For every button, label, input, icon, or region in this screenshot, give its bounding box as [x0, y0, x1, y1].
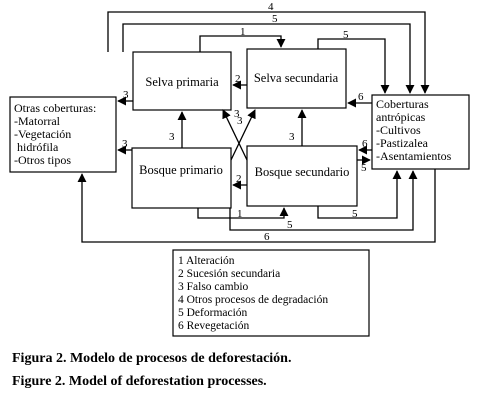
box-otras-coberturas: Otras coberturas: -Matorral -Vegetación …: [9, 96, 117, 173]
cob-line-1: Coberturas: [376, 97, 429, 111]
label-cross-3b: 3: [237, 115, 243, 127]
box-bosque-secundario: Bosque secundario: [246, 145, 358, 207]
label-ss-cob-5: 5: [343, 29, 349, 41]
selva-primaria-label: Selva primaria: [145, 75, 219, 89]
label-cob-bs-6: 6: [362, 138, 368, 150]
arrow-sp-ss-1: [199, 35, 286, 52]
otras-line-1: Otras coberturas:: [14, 101, 96, 115]
label-bp-otras-3: 3: [122, 138, 128, 150]
arrow-bot-1: [197, 207, 289, 219]
label-bs-bp-2: 2: [236, 173, 242, 185]
arrow-cross-bs-sp: [222, 109, 248, 161]
label-top-5: 5: [272, 13, 278, 25]
otras-line-3: -Vegetación: [14, 127, 71, 141]
legend: 1 Alteración 2 Sucesión secundaria 3 Fal…: [172, 249, 370, 337]
legend-item-1: 1 Alteración: [178, 255, 235, 267]
label-cob-ss-6: 6: [358, 91, 364, 103]
legend-item-5: 5 Deformación: [178, 307, 248, 319]
bosque-primario-label: Bosque primario: [139, 163, 223, 177]
arrow-bot-5b: [317, 170, 402, 219]
bosque-secundario-label: Bosque secundario: [255, 165, 350, 179]
arrow-top-4: [107, 11, 430, 94]
label-top-4: 4: [268, 1, 274, 13]
label-ss-sp-2: 2: [235, 73, 241, 85]
label-bot-5: 5: [287, 219, 293, 231]
box-selva-secundaria: Selva secundaria: [246, 48, 347, 109]
caption-english: Figure 2. Model of deforestation process…: [12, 374, 267, 389]
legend-item-4: 4 Otros procesos de degradación: [178, 294, 328, 306]
cob-line-4: -Pastizalea: [376, 136, 429, 150]
arrow-ss-cob-5: [317, 38, 390, 94]
label-bot-1: 1: [237, 208, 243, 220]
otras-line-2: -Matorral: [14, 114, 61, 128]
label-bs-ss-3: 3: [289, 131, 295, 143]
label-bot-5b: 5: [352, 208, 358, 220]
caption-spanish: Figura 2. Modelo de procesos de deforest…: [12, 351, 292, 366]
label-cross-3a: 3: [234, 108, 240, 120]
arrow-cross-bp-ss: [230, 109, 256, 161]
box-coberturas-antropicas: Coberturas antrópicas -Cultivos -Pastiza…: [371, 94, 470, 170]
cob-line-5: -Asentamientos: [376, 149, 452, 163]
box-bosque-primario: Bosque primario: [131, 147, 232, 209]
label-sp-otras-3: 3: [123, 89, 129, 101]
label-cob-bs-5: 5: [361, 162, 367, 174]
legend-item-2: 2 Sucesión secundaria: [178, 268, 280, 280]
legend-item-6: 6 Revegetación: [178, 320, 249, 332]
otras-line-4: hidrófila: [14, 140, 59, 154]
label-bot-6: 6: [264, 231, 270, 243]
arrow-bot-5: [229, 170, 418, 231]
legend-item-3: 3 Falso cambio: [178, 281, 249, 293]
cob-line-2: antrópicas: [376, 110, 426, 124]
arrow-bot-6: [77, 169, 436, 243]
label-sp-ss-1: 1: [240, 26, 246, 38]
otras-line-5: -Otros tipos: [14, 153, 71, 167]
cob-line-3: -Cultivos: [376, 123, 421, 137]
box-selva-primaria: Selva primaria: [132, 51, 232, 111]
arrow-top-5: [122, 23, 415, 94]
selva-secundaria-label: Selva secundaria: [254, 71, 339, 85]
label-bp-sp-3: 3: [169, 131, 175, 143]
